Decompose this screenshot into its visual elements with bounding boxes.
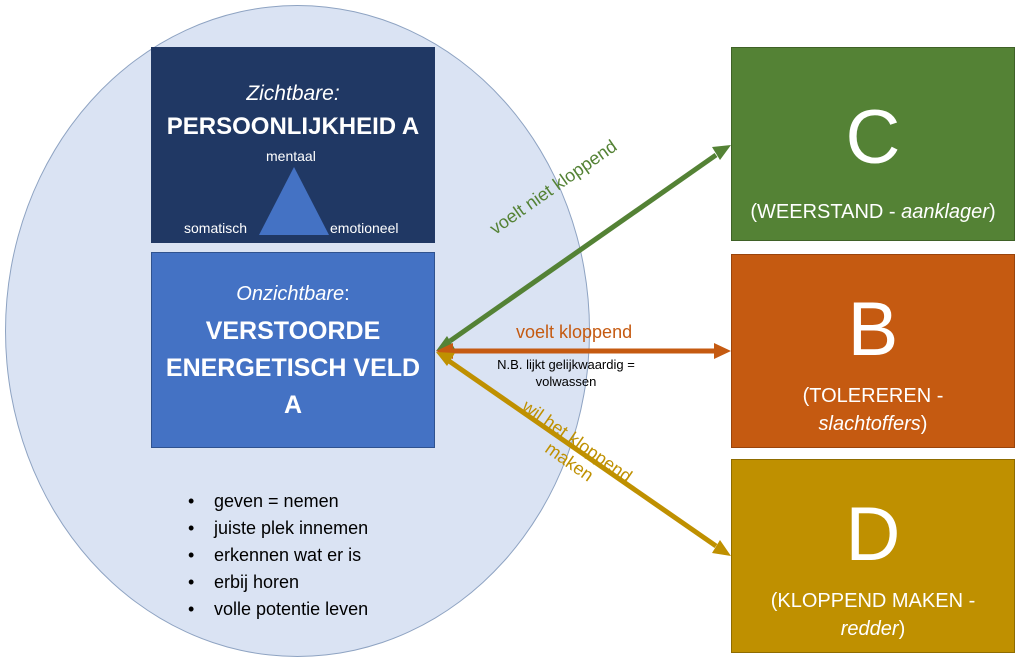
arrow-b-note: N.B. lijkt gelijkwaardig = volwassen <box>497 357 635 389</box>
arrow-b-label: voelt kloppend <box>516 322 633 342</box>
visible-subtitle: Zichtbare: <box>246 82 340 105</box>
box-c: C (WEERSTAND - aanklager) <box>731 47 1015 241</box>
triangle-label-top: mentaal <box>266 148 316 164</box>
box-b-letter: B <box>847 287 899 372</box>
invisible-field-box: Onzichtbare: VERSTOORDE ENERGETISCH VELD… <box>151 252 435 448</box>
arrow-to-d <box>436 352 731 556</box>
visible-title: PERSOONLIJKHEID A <box>166 113 420 140</box>
triangle-label-right: emotioneel <box>330 220 399 236</box>
bullet-list: geven = nemen juiste plek innemen erkenn… <box>188 488 368 623</box>
box-c-letter: C <box>845 95 901 180</box>
list-item: erkennen wat er is <box>188 542 368 569</box>
list-item: erbij horen <box>188 569 368 596</box>
box-d-letter: D <box>845 492 901 577</box>
list-item: juiste plek innemen <box>188 515 368 542</box>
box-b: B (TOLEREREN -slachtoffers) <box>731 254 1015 448</box>
list-item: volle potentie leven <box>188 596 368 623</box>
box-c-description: (WEERSTAND - aanklager) <box>750 201 996 223</box>
box-d: D (KLOPPEND MAKEN -redder) <box>731 459 1015 653</box>
box-b-description: (TOLEREREN -slachtoffers) <box>802 385 944 435</box>
invisible-title: VERSTOORDE ENERGETISCH VELD A <box>165 317 421 419</box>
invisible-subtitle: Onzichtbare: <box>236 283 350 305</box>
box-d-description: (KLOPPEND MAKEN -redder) <box>770 590 976 640</box>
list-item: geven = nemen <box>188 488 368 515</box>
triangle-label-left: somatisch <box>184 220 248 236</box>
triangle-shape <box>259 167 329 235</box>
